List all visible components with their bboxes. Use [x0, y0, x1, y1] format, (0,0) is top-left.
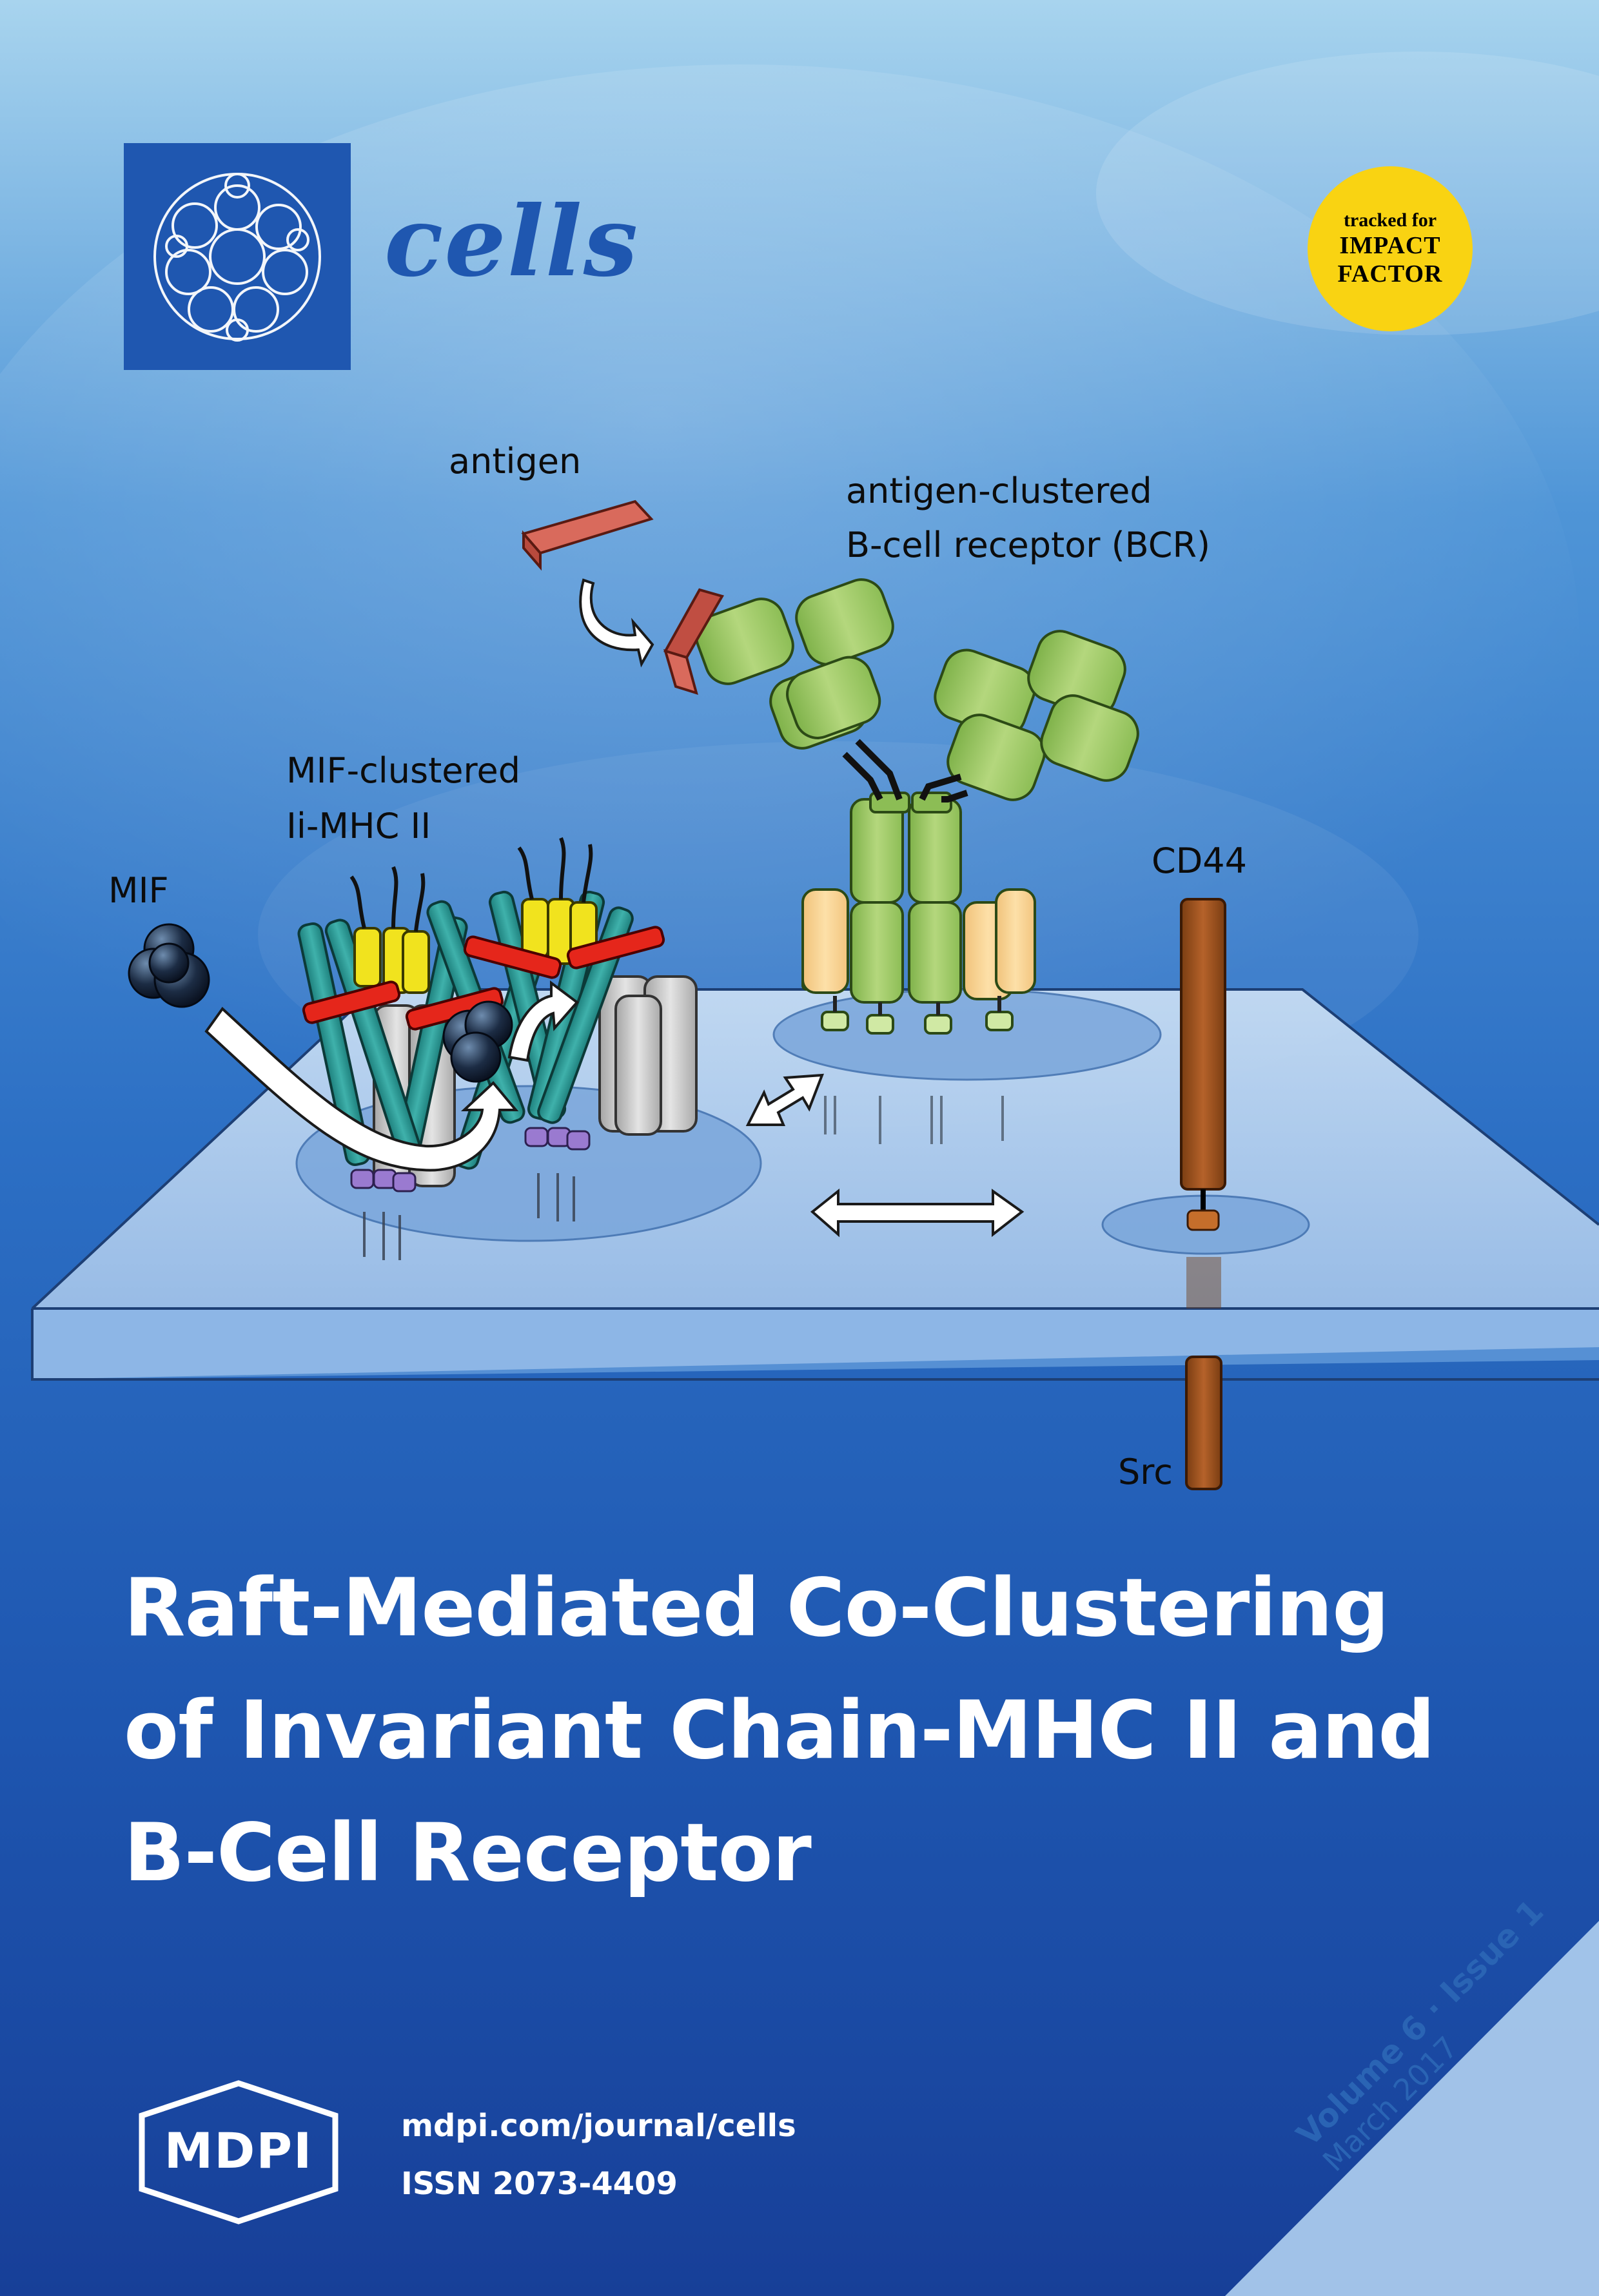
cover-title-line-2: of Invariant Chain-MHC II and	[124, 1684, 1435, 1777]
cover-title: Raft-Mediated Co-Clustering of Invariant…	[124, 1547, 1542, 1914]
badge-line-1: tracked for	[1343, 209, 1437, 231]
label-mif-cluster-line-2: Ii-MHC II	[286, 806, 431, 846]
label-cd44: CD44	[1152, 841, 1247, 881]
cell-cluster-icon	[153, 173, 321, 342]
label-antigen: antigen	[449, 441, 582, 482]
label-bcr-line-1: antigen-clustered	[846, 471, 1152, 511]
label-mif: MIF	[108, 870, 169, 911]
label-bcr-line-2: B-cell receptor (BCR)	[846, 525, 1211, 565]
journal-name: cells	[384, 185, 640, 298]
journal-logo	[124, 143, 351, 370]
publisher-name: MDPI	[164, 2122, 313, 2179]
label-mif-cluster-line-1: MIF-clustered	[286, 750, 521, 791]
impact-factor-badge: tracked for IMPACT FACTOR	[1308, 166, 1473, 331]
publisher-logo: MDPI	[130, 2078, 347, 2226]
mdpi-hexagon-icon	[139, 2080, 338, 2224]
badge-line-3: FACTOR	[1337, 260, 1443, 287]
journal-url[interactable]: mdpi.com/journal/cells	[401, 2108, 796, 2144]
cover-title-line-1: Raft-Mediated Co-Clustering	[124, 1562, 1389, 1655]
journal-issn: ISSN 2073-4409	[401, 2166, 678, 2202]
cover-title-line-3: B-Cell Receptor	[124, 1807, 812, 1900]
badge-line-2: IMPACT	[1339, 232, 1441, 259]
label-src: Src	[1118, 1452, 1173, 1492]
